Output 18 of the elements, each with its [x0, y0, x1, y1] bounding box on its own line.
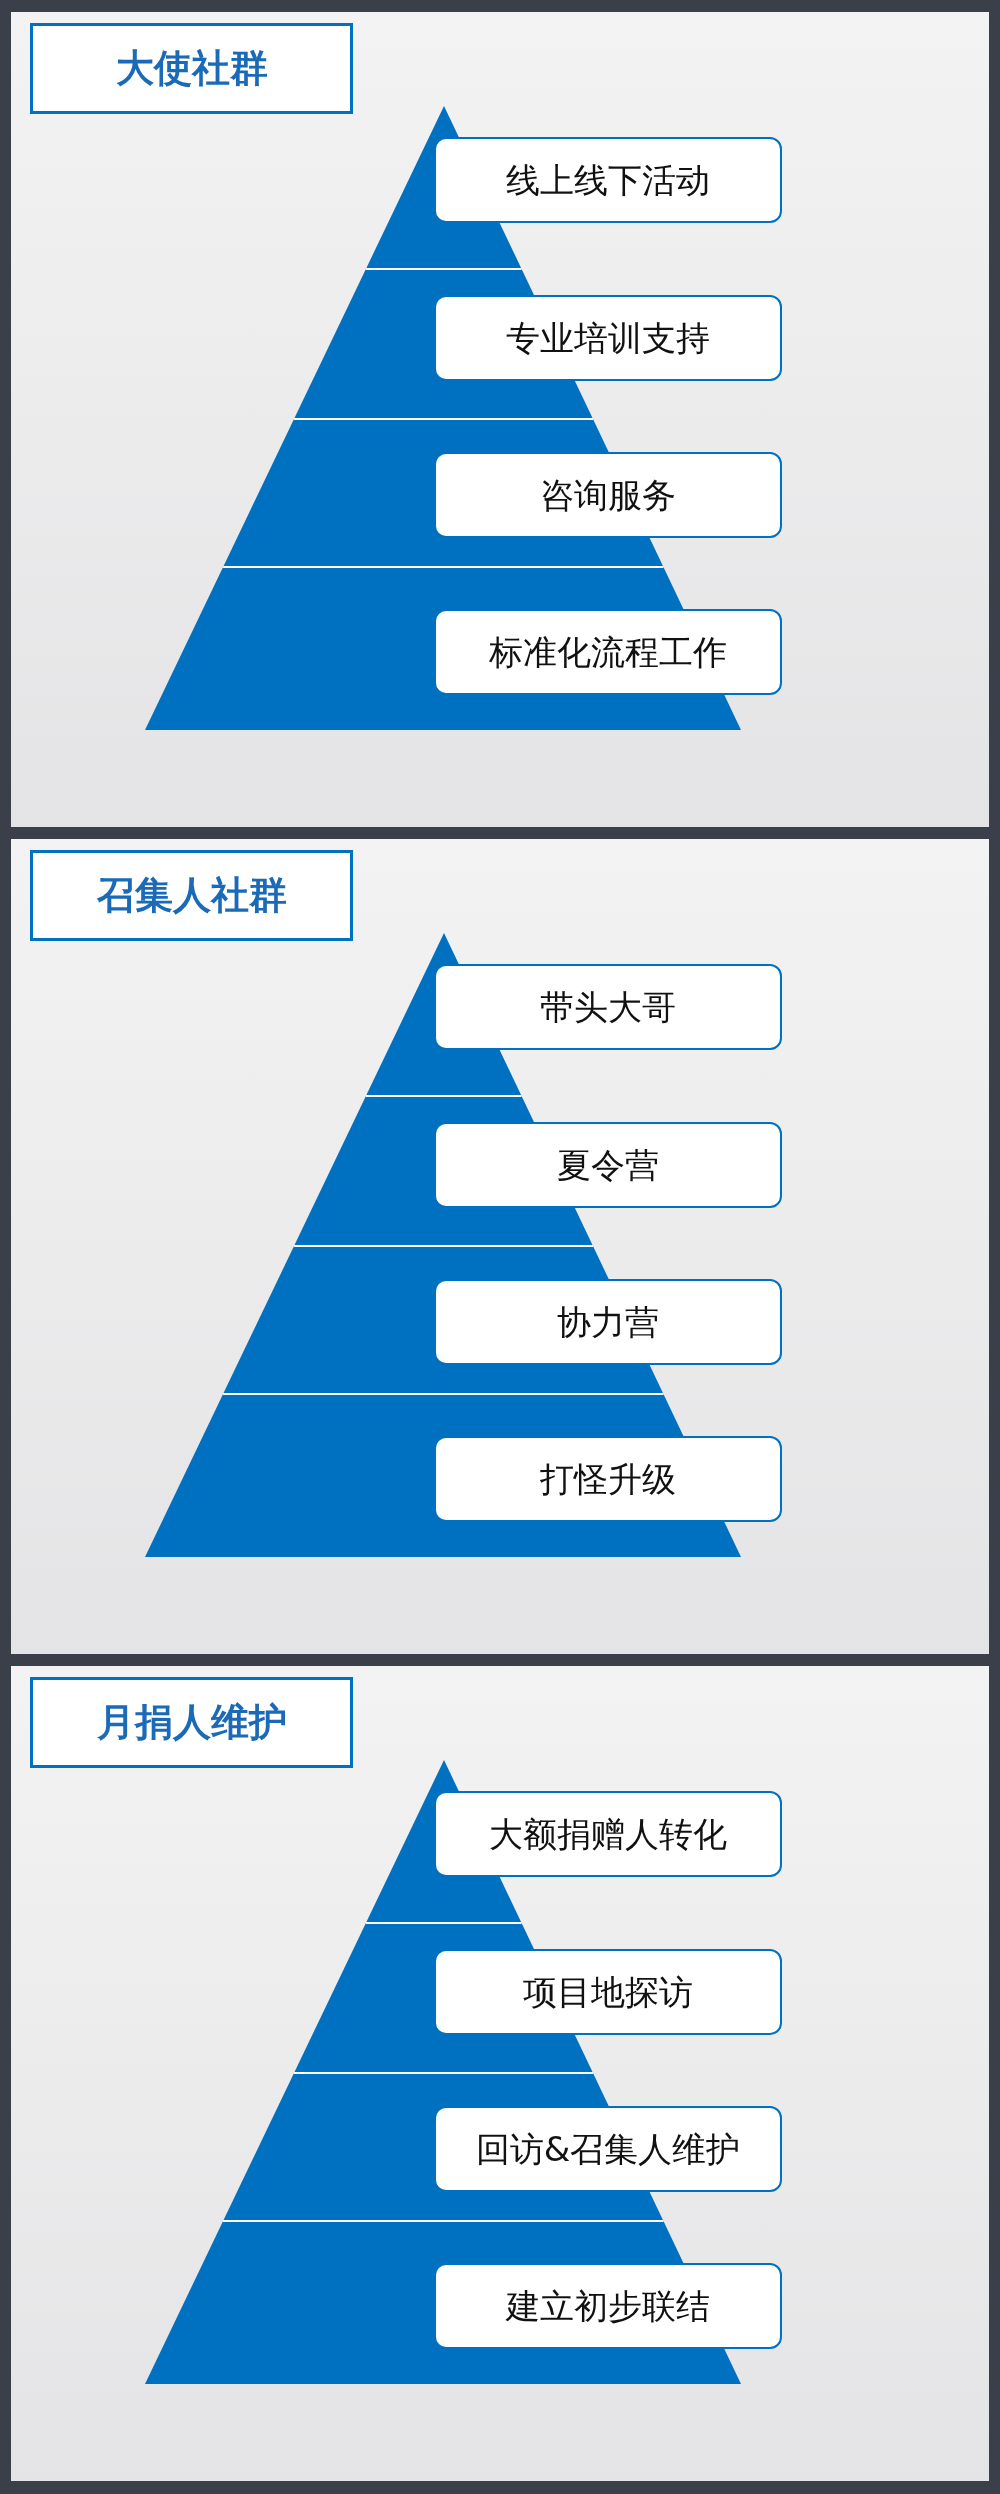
tier-label-box: 建立初步联结: [434, 2263, 782, 2349]
tier-label-box: 项目地探访: [434, 1949, 782, 2035]
tier-label-box: 带头大哥: [434, 964, 782, 1050]
tier-label-box: 标准化流程工作: [434, 609, 782, 695]
tier-label-box: 打怪升级: [434, 1436, 782, 1522]
tier-label-box: 回访&召集人维护: [434, 2106, 782, 2192]
tier-label-box: 大额捐赠人转化: [434, 1791, 782, 1877]
panel-background: [11, 12, 989, 827]
tier-label-box: 夏令营: [434, 1122, 782, 1208]
panel-background: [11, 1666, 989, 2481]
tier-label-box: 咨询服务: [434, 452, 782, 538]
panel-background: [11, 839, 989, 1654]
title-box: 月捐人维护: [30, 1677, 353, 1768]
title-box: 大使社群: [30, 23, 353, 114]
tier-label-box: 协力营: [434, 1279, 782, 1365]
tier-label-box: 线上线下活动: [434, 137, 782, 223]
tier-label-box: 专业培训支持: [434, 295, 782, 381]
title-box: 召集人社群: [30, 850, 353, 941]
